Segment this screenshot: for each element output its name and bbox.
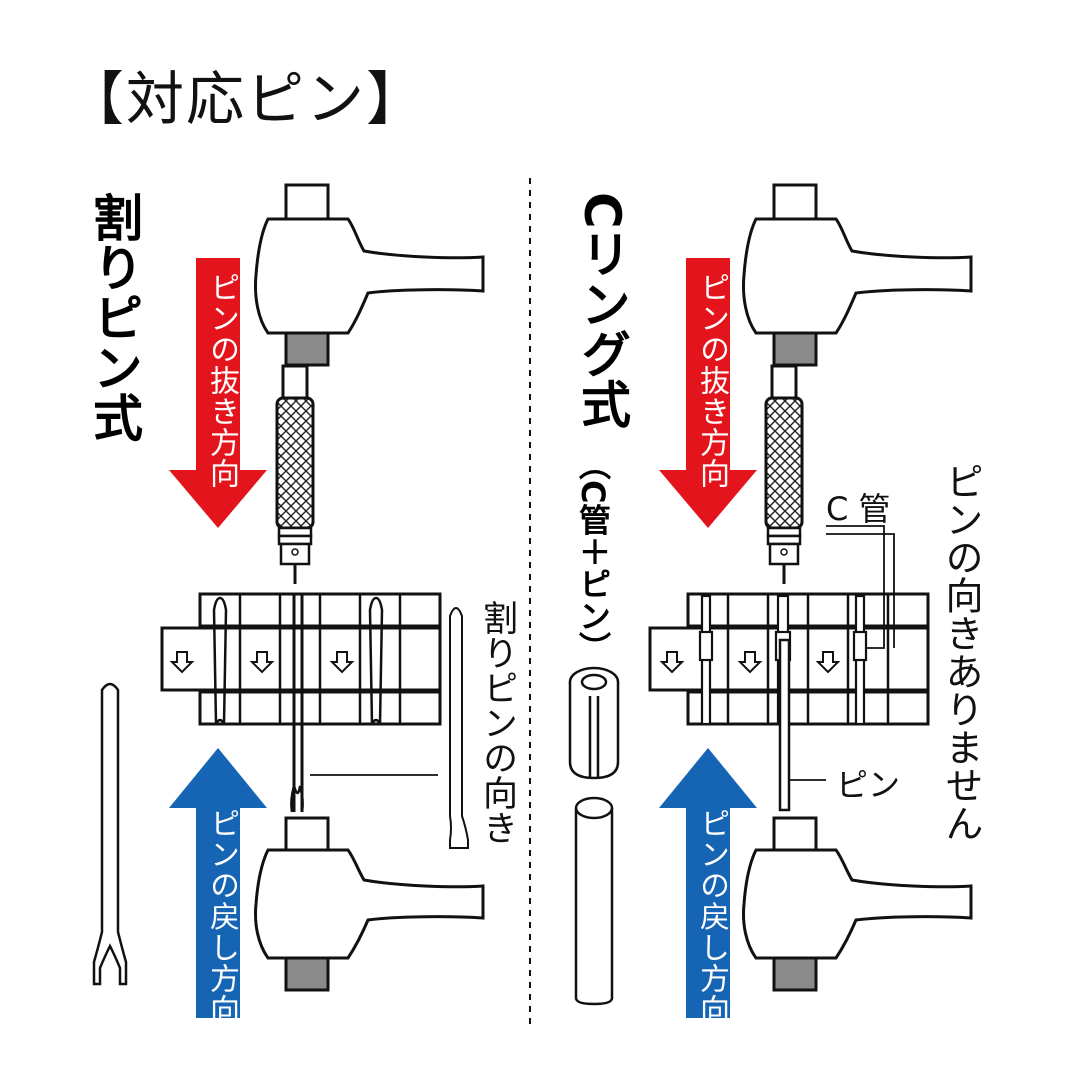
left-band-split-pin-icon xyxy=(212,594,384,813)
split-pin-icon xyxy=(92,682,128,986)
right-leader-lines xyxy=(790,525,895,781)
c-tube-label: C 管 xyxy=(826,490,891,528)
left-return-arrow-icon xyxy=(169,748,267,1018)
pin-label: ピン xyxy=(836,766,901,804)
right-return-arrow-icon xyxy=(659,748,757,1018)
left-pull-direction-label: ピンの抜き方向 xyxy=(204,272,239,489)
left-return-direction-label: ピンの戻し方向 xyxy=(204,808,239,1025)
right-push-tool-icon xyxy=(764,364,804,586)
right-bottom-hammer-icon xyxy=(742,816,973,992)
right-band-pin-icon xyxy=(778,638,791,812)
left-push-tool-icon xyxy=(275,364,315,586)
left-bottom-hammer-icon xyxy=(254,816,485,992)
pin-icon xyxy=(574,796,614,1006)
left-top-hammer-icon xyxy=(254,183,485,367)
c-tube-icon xyxy=(568,666,620,780)
right-pull-direction-label: ピンの抜き方向 xyxy=(694,272,729,489)
left-heading: 割りピン式 xyxy=(85,192,143,442)
no-orientation-label: ピンの向きありません xyxy=(939,462,983,842)
right-heading: Cリング式 xyxy=(573,192,631,429)
right-pull-arrow-icon xyxy=(659,258,757,528)
left-pin-orientation-label: 割りピンの向き xyxy=(477,600,517,845)
split-pin-orientation-icon xyxy=(449,607,469,849)
left-pull-arrow-icon xyxy=(169,258,267,528)
right-return-direction-label: ピンの戻し方向 xyxy=(694,808,729,1025)
right-top-hammer-icon xyxy=(742,183,973,367)
page-title: 【対応ピン】 xyxy=(66,65,427,133)
right-subheading: （C管＋ピン） xyxy=(574,448,612,664)
right-band-c-tube-icon xyxy=(698,594,868,726)
